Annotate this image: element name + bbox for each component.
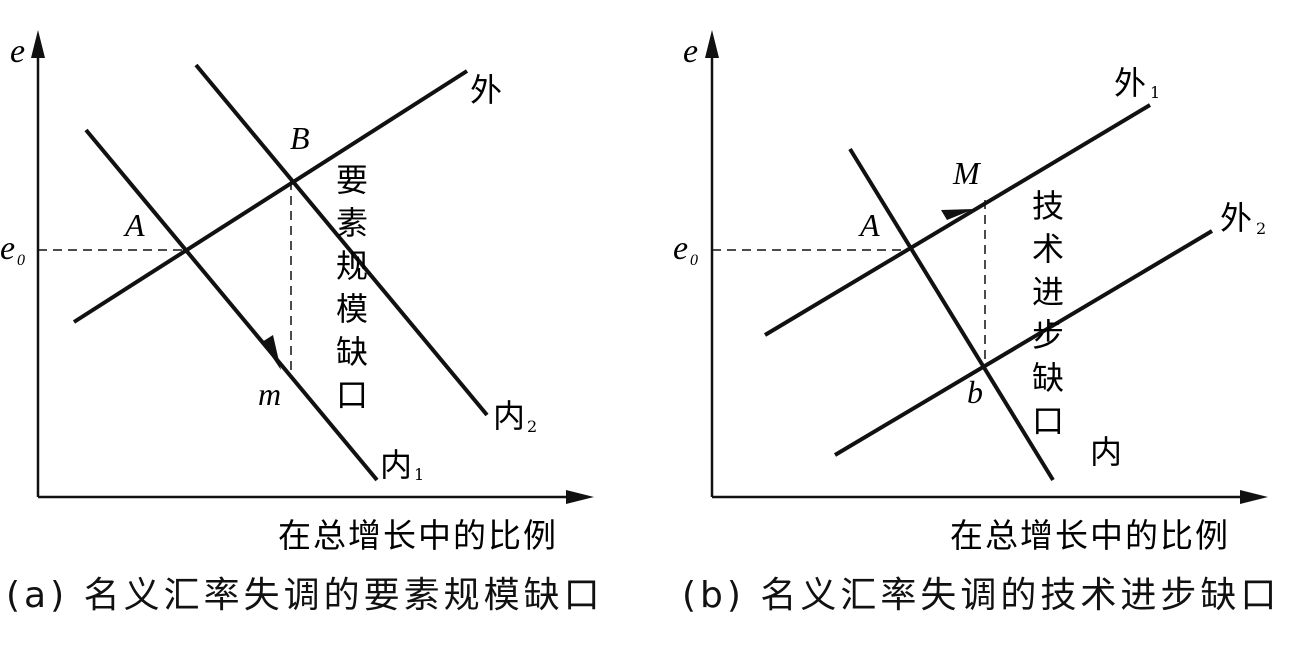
- panel-b-gap-char: 术: [1032, 230, 1064, 268]
- panel-b-curve-out2-subscript: 2: [1256, 219, 1266, 238]
- panel-b-gap-char: 技: [1032, 187, 1064, 225]
- panel-a-gap-char: 规: [336, 247, 368, 285]
- panel-b-curve-in: [848, 147, 1055, 482]
- panel-b-point-b: b: [967, 374, 983, 410]
- panel-a-shift-arrow: [262, 335, 281, 370]
- panel-b-curve-out1-subscript: 1: [1150, 83, 1160, 102]
- panel-b-gap-char: 步: [1032, 316, 1064, 354]
- panel-a-gap-char: 素: [336, 204, 368, 242]
- panel-a-curve-in2-subscript: 2: [527, 417, 537, 436]
- panel-b-e0-label: e: [673, 230, 688, 267]
- panel-b-curve-in-label: 内: [1090, 433, 1122, 471]
- panel-a-point-B: B: [290, 120, 310, 156]
- panel-b-gap-char: 缺: [1032, 359, 1064, 397]
- panel-b-y-axis-label: e: [683, 33, 698, 70]
- panel-b-curve-out2: [833, 229, 1214, 457]
- panel-a-curve-out: [72, 69, 469, 324]
- panel-a-curve-out-label: 外: [470, 71, 502, 109]
- panel-b-shift-arrow: [941, 209, 974, 220]
- panel-a-curve-in1: [84, 128, 379, 482]
- panel-b-curve-out1-label: 外: [1114, 64, 1146, 102]
- panel-a: e e 0 A B m 外 内 1 内 2 要 素 规 模 缺 口 在总增长中的…: [0, 30, 594, 555]
- panel-b-curve-out2-label: 外: [1220, 199, 1252, 237]
- panel-a-y-axis-arrow: [31, 30, 45, 58]
- panel-b: e e 0 A M b 外 1 外 2 内 技 术 进 步 缺 口 在总增长中的…: [673, 30, 1268, 555]
- panel-a-e0-label: e: [0, 230, 15, 267]
- panel-a-e0-subscript: 0: [17, 252, 25, 269]
- panel-a-gap-char: 缺: [336, 333, 368, 371]
- panel-a-gap-char: 要: [336, 161, 368, 199]
- panel-b-curve-out1: [763, 103, 1152, 337]
- panel-a-y-axis-label: e: [10, 33, 25, 70]
- panel-b-x-axis-arrow: [1240, 490, 1268, 504]
- panel-b-gap-label: 技 术 进 步 缺 口: [1032, 187, 1064, 440]
- panel-a-curve-in1-subscript: 1: [414, 465, 424, 484]
- panel-a-curve-in2: [194, 63, 489, 417]
- panel-b-gap-char: 进: [1032, 273, 1064, 311]
- panel-b-point-A: A: [858, 207, 880, 243]
- panel-a-x-axis-arrow: [566, 490, 594, 504]
- panel-a-gap-char: 口: [336, 376, 368, 414]
- panel-a-point-m: m: [258, 376, 281, 412]
- panel-a-curve-in2-label: 内: [493, 397, 525, 435]
- panel-b-point-M: M: [952, 155, 982, 191]
- panel-b-caption: (b) 名义汇率失调的技术进步缺口: [682, 575, 1281, 616]
- panel-a-gap-char: 模: [336, 290, 368, 328]
- panel-a-caption: (a) 名义汇率失调的要素规模缺口: [6, 575, 604, 616]
- panel-b-e0-subscript: 0: [690, 252, 698, 269]
- panel-a-point-A: A: [123, 207, 145, 243]
- panel-b-gap-char: 口: [1032, 402, 1064, 440]
- panel-b-y-axis-arrow: [705, 30, 719, 58]
- panel-a-x-axis-label: 在总增长中的比例: [278, 516, 558, 555]
- panel-b-x-axis-label: 在总增长中的比例: [950, 516, 1230, 555]
- panel-a-curve-in1-label: 内: [380, 446, 412, 484]
- panel-a-gap-label: 要 素 规 模 缺 口: [336, 161, 368, 414]
